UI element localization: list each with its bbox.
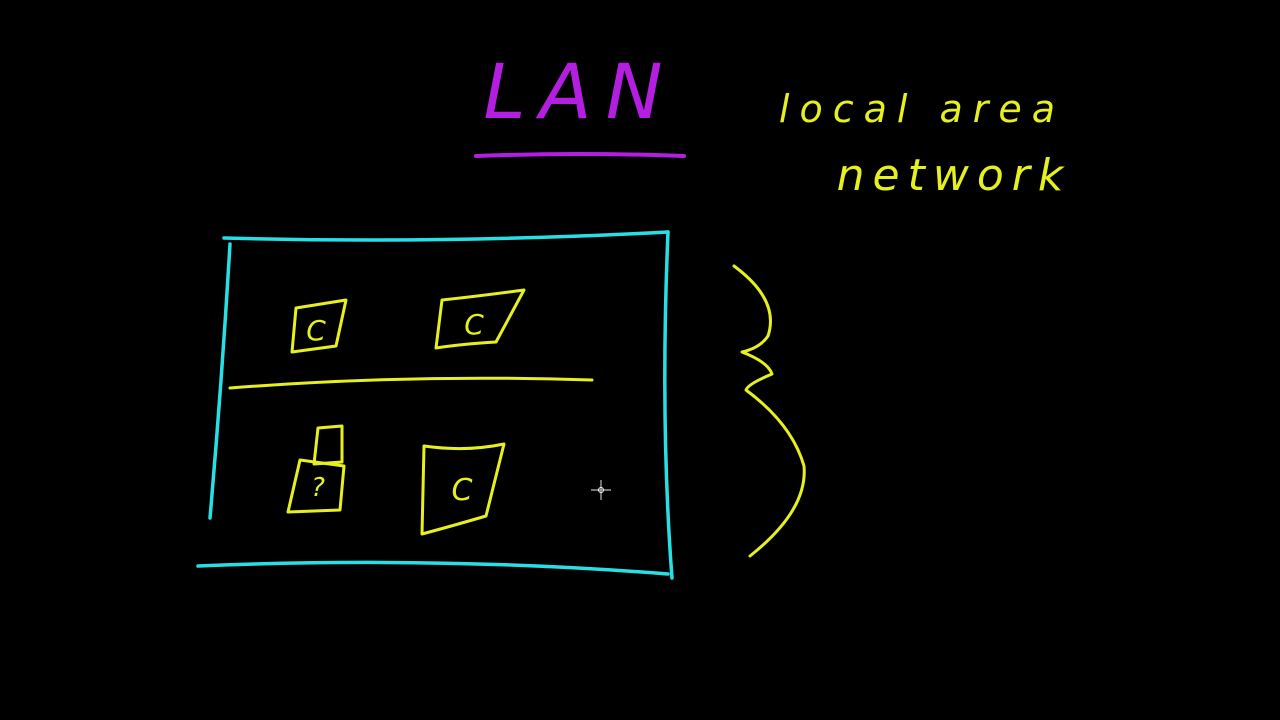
network-box-top	[222, 230, 670, 242]
device-2-label: C	[464, 308, 484, 341]
title-underline	[474, 152, 686, 158]
device-2-box	[434, 288, 526, 350]
device-1-label: C	[306, 314, 326, 347]
cursor-crosshair-icon	[591, 480, 611, 500]
device-4-label: C	[452, 473, 473, 508]
divider-line	[228, 376, 594, 390]
device-1: C	[290, 298, 348, 354]
device-3: ?	[286, 424, 346, 514]
device-2: C	[434, 288, 526, 350]
device-4-box	[420, 442, 506, 536]
network-box-left	[208, 242, 232, 520]
network-box-bottom	[196, 560, 670, 576]
title-text: LAN	[483, 47, 676, 136]
network-box	[196, 230, 674, 580]
device-4: C	[420, 442, 506, 536]
expansion-line-2: network	[837, 150, 1072, 201]
device-3-label: ?	[311, 473, 325, 503]
device-3-box	[286, 458, 346, 514]
device-3-attachment	[312, 424, 344, 466]
device-1-box	[290, 298, 348, 354]
expansion-line-1: local area	[779, 87, 1065, 131]
network-box-right	[663, 230, 674, 580]
curly-brace	[732, 264, 806, 558]
